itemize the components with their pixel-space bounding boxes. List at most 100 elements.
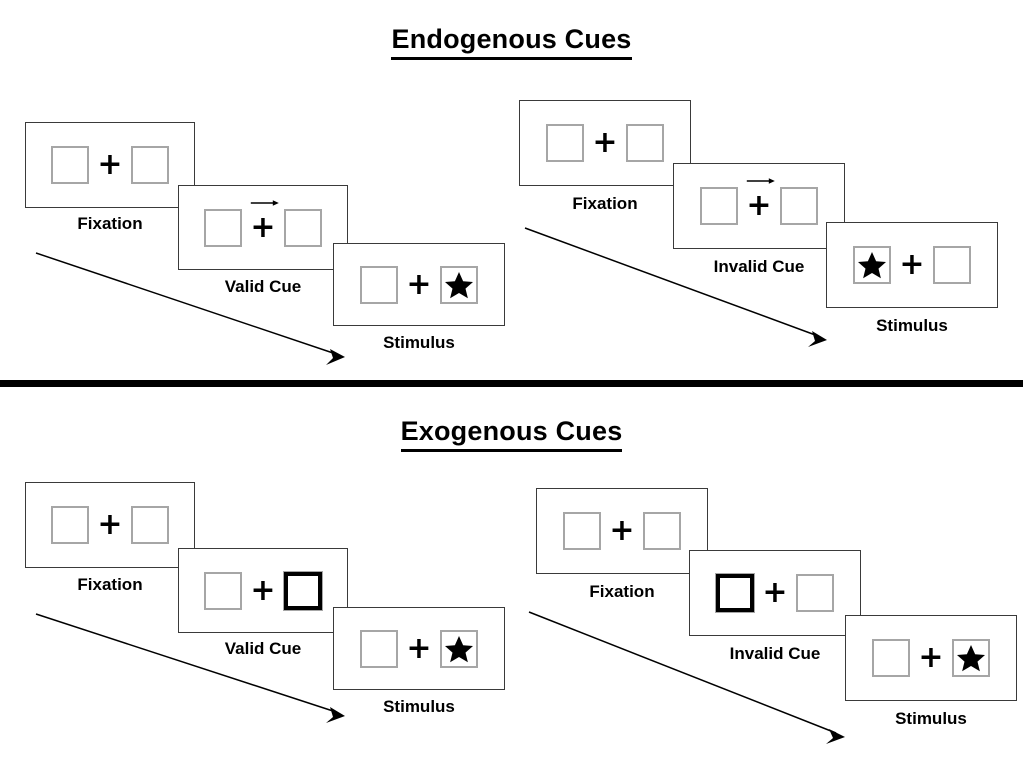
frame-label-exogenous-valid-stimulus: Stimulus xyxy=(383,697,455,716)
fixation-cross: + xyxy=(89,510,131,540)
frame-content: + xyxy=(51,506,169,544)
frame-panel-endogenous-valid-cue[interactable]: + xyxy=(178,185,348,270)
plus-cross-icon: + xyxy=(97,507,123,542)
frame-panel-endogenous-valid-stimulus[interactable]: + xyxy=(333,243,505,326)
frame-panel-exogenous-valid-stimulus[interactable]: + xyxy=(333,607,505,690)
right-box[interactable] xyxy=(626,124,664,162)
right-box-cued[interactable] xyxy=(283,570,323,611)
right-box[interactable] xyxy=(952,639,990,677)
frame-label-endogenous-valid-fixation: Fixation xyxy=(77,214,143,233)
timeline-arrow-endogenous-valid xyxy=(35,252,345,365)
fixation-cross: + xyxy=(910,643,952,673)
frame-panel-exogenous-valid-fixation[interactable]: + xyxy=(25,482,195,568)
frame-content: + xyxy=(360,629,478,668)
right-box[interactable] xyxy=(796,574,834,612)
left-box[interactable] xyxy=(204,571,242,610)
plus-cross-icon: + xyxy=(406,266,432,302)
fixation-cross: + xyxy=(398,266,440,302)
left-box[interactable] xyxy=(360,629,398,668)
frame-label-exogenous-invalid-stimulus: Stimulus xyxy=(895,709,967,728)
right-box[interactable] xyxy=(131,506,169,544)
frame-content: + xyxy=(700,178,818,225)
section-title-endogenous-text: Endogenous Cues xyxy=(391,24,632,60)
frame-content: + xyxy=(546,124,664,162)
plus-cross-icon: + xyxy=(250,572,276,608)
frame-panel-exogenous-invalid-fixation[interactable]: + xyxy=(536,488,708,574)
frame-content: + xyxy=(204,570,323,611)
frame-panel-exogenous-invalid-stimulus[interactable]: + xyxy=(845,615,1017,701)
left-box[interactable] xyxy=(700,187,738,225)
right-box[interactable] xyxy=(440,265,478,304)
fixation-cross: + xyxy=(242,572,284,608)
frame-content: + xyxy=(360,265,478,304)
frame-label-endogenous-valid-cue: Valid Cue xyxy=(224,277,302,296)
plus-cross-icon: + xyxy=(746,188,772,223)
fixation-cross: + xyxy=(398,630,440,666)
plus-cross-icon: + xyxy=(609,513,635,548)
star-icon xyxy=(957,645,985,672)
plus-cross-icon: + xyxy=(250,209,276,245)
plus-cross-icon: + xyxy=(899,247,925,282)
star-icon xyxy=(445,271,473,298)
frame-content: + xyxy=(715,573,834,613)
frame-panel-exogenous-invalid-cue[interactable]: + xyxy=(689,550,861,636)
right-box[interactable] xyxy=(643,512,681,550)
right-box[interactable] xyxy=(131,146,169,184)
plus-cross-icon: + xyxy=(97,147,123,182)
left-box[interactable] xyxy=(853,246,891,284)
section-title-exogenous-text: Exogenous Cues xyxy=(400,416,623,452)
frame-content: + xyxy=(51,146,169,184)
frame-label-endogenous-invalid-fixation: Fixation xyxy=(572,194,638,213)
left-box[interactable] xyxy=(872,639,910,677)
right-arrow-cue-icon xyxy=(746,178,775,184)
left-box[interactable] xyxy=(563,512,601,550)
frame-label-endogenous-invalid-stimulus: Stimulus xyxy=(876,316,948,335)
left-box[interactable] xyxy=(546,124,584,162)
frame-panel-endogenous-invalid-stimulus[interactable]: + xyxy=(826,222,998,308)
plus-cross-icon: + xyxy=(762,575,788,610)
section-title-exogenous: Exogenous Cues xyxy=(0,416,1023,452)
section-divider xyxy=(0,380,1023,387)
section-title-endogenous: Endogenous Cues xyxy=(0,24,1023,60)
plus-cross-icon: + xyxy=(918,640,944,675)
star-icon xyxy=(858,252,886,279)
fixation-cross: + xyxy=(738,178,780,223)
fixation-cross: + xyxy=(89,150,131,180)
frame-content: + xyxy=(204,199,322,247)
section-endogenous: Endogenous Cues + Fixation + Valid Cue xyxy=(0,24,1023,365)
frame-label-exogenous-invalid-fixation: Fixation xyxy=(589,582,655,601)
frame-label-endogenous-valid-stimulus: Stimulus xyxy=(383,333,455,352)
frame-content: + xyxy=(853,246,971,284)
right-box[interactable] xyxy=(284,208,322,247)
fixation-cross: + xyxy=(891,250,933,280)
frame-content: + xyxy=(872,639,990,677)
plus-cross-icon: + xyxy=(406,630,432,666)
frame-panel-endogenous-invalid-fixation[interactable]: + xyxy=(519,100,691,186)
frame-panel-endogenous-invalid-cue[interactable]: + xyxy=(673,163,845,249)
fixation-cross: + xyxy=(242,199,284,245)
section-exogenous: Exogenous Cues + Fixation + Valid Cue + xyxy=(0,392,1023,767)
timeline-arrow-endogenous-invalid xyxy=(524,227,827,347)
timeline-arrow-exogenous-valid xyxy=(35,613,345,723)
fixation-cross: + xyxy=(754,578,796,608)
frame-label-endogenous-invalid-cue: Invalid Cue xyxy=(713,257,805,276)
frame-panel-exogenous-valid-cue[interactable]: + xyxy=(178,548,348,633)
fixation-cross: + xyxy=(584,128,626,158)
left-box[interactable] xyxy=(360,265,398,304)
frame-panel-endogenous-valid-fixation[interactable]: + xyxy=(25,122,195,208)
right-box[interactable] xyxy=(933,246,971,284)
right-box[interactable] xyxy=(780,187,818,225)
timeline-arrow-exogenous-invalid xyxy=(528,611,845,744)
left-box[interactable] xyxy=(51,146,89,184)
plus-cross-icon: + xyxy=(592,125,618,160)
right-box[interactable] xyxy=(440,629,478,668)
frame-label-exogenous-invalid-cue: Invalid Cue xyxy=(729,644,821,663)
star-icon xyxy=(445,635,473,662)
left-box[interactable] xyxy=(51,506,89,544)
frame-label-exogenous-valid-fixation: Fixation xyxy=(77,575,143,594)
frame-label-exogenous-valid-cue: Valid Cue xyxy=(224,639,302,658)
left-box-cued[interactable] xyxy=(715,573,755,613)
left-box[interactable] xyxy=(204,208,242,247)
frame-content: + xyxy=(563,512,681,550)
right-arrow-cue-icon xyxy=(250,199,279,206)
